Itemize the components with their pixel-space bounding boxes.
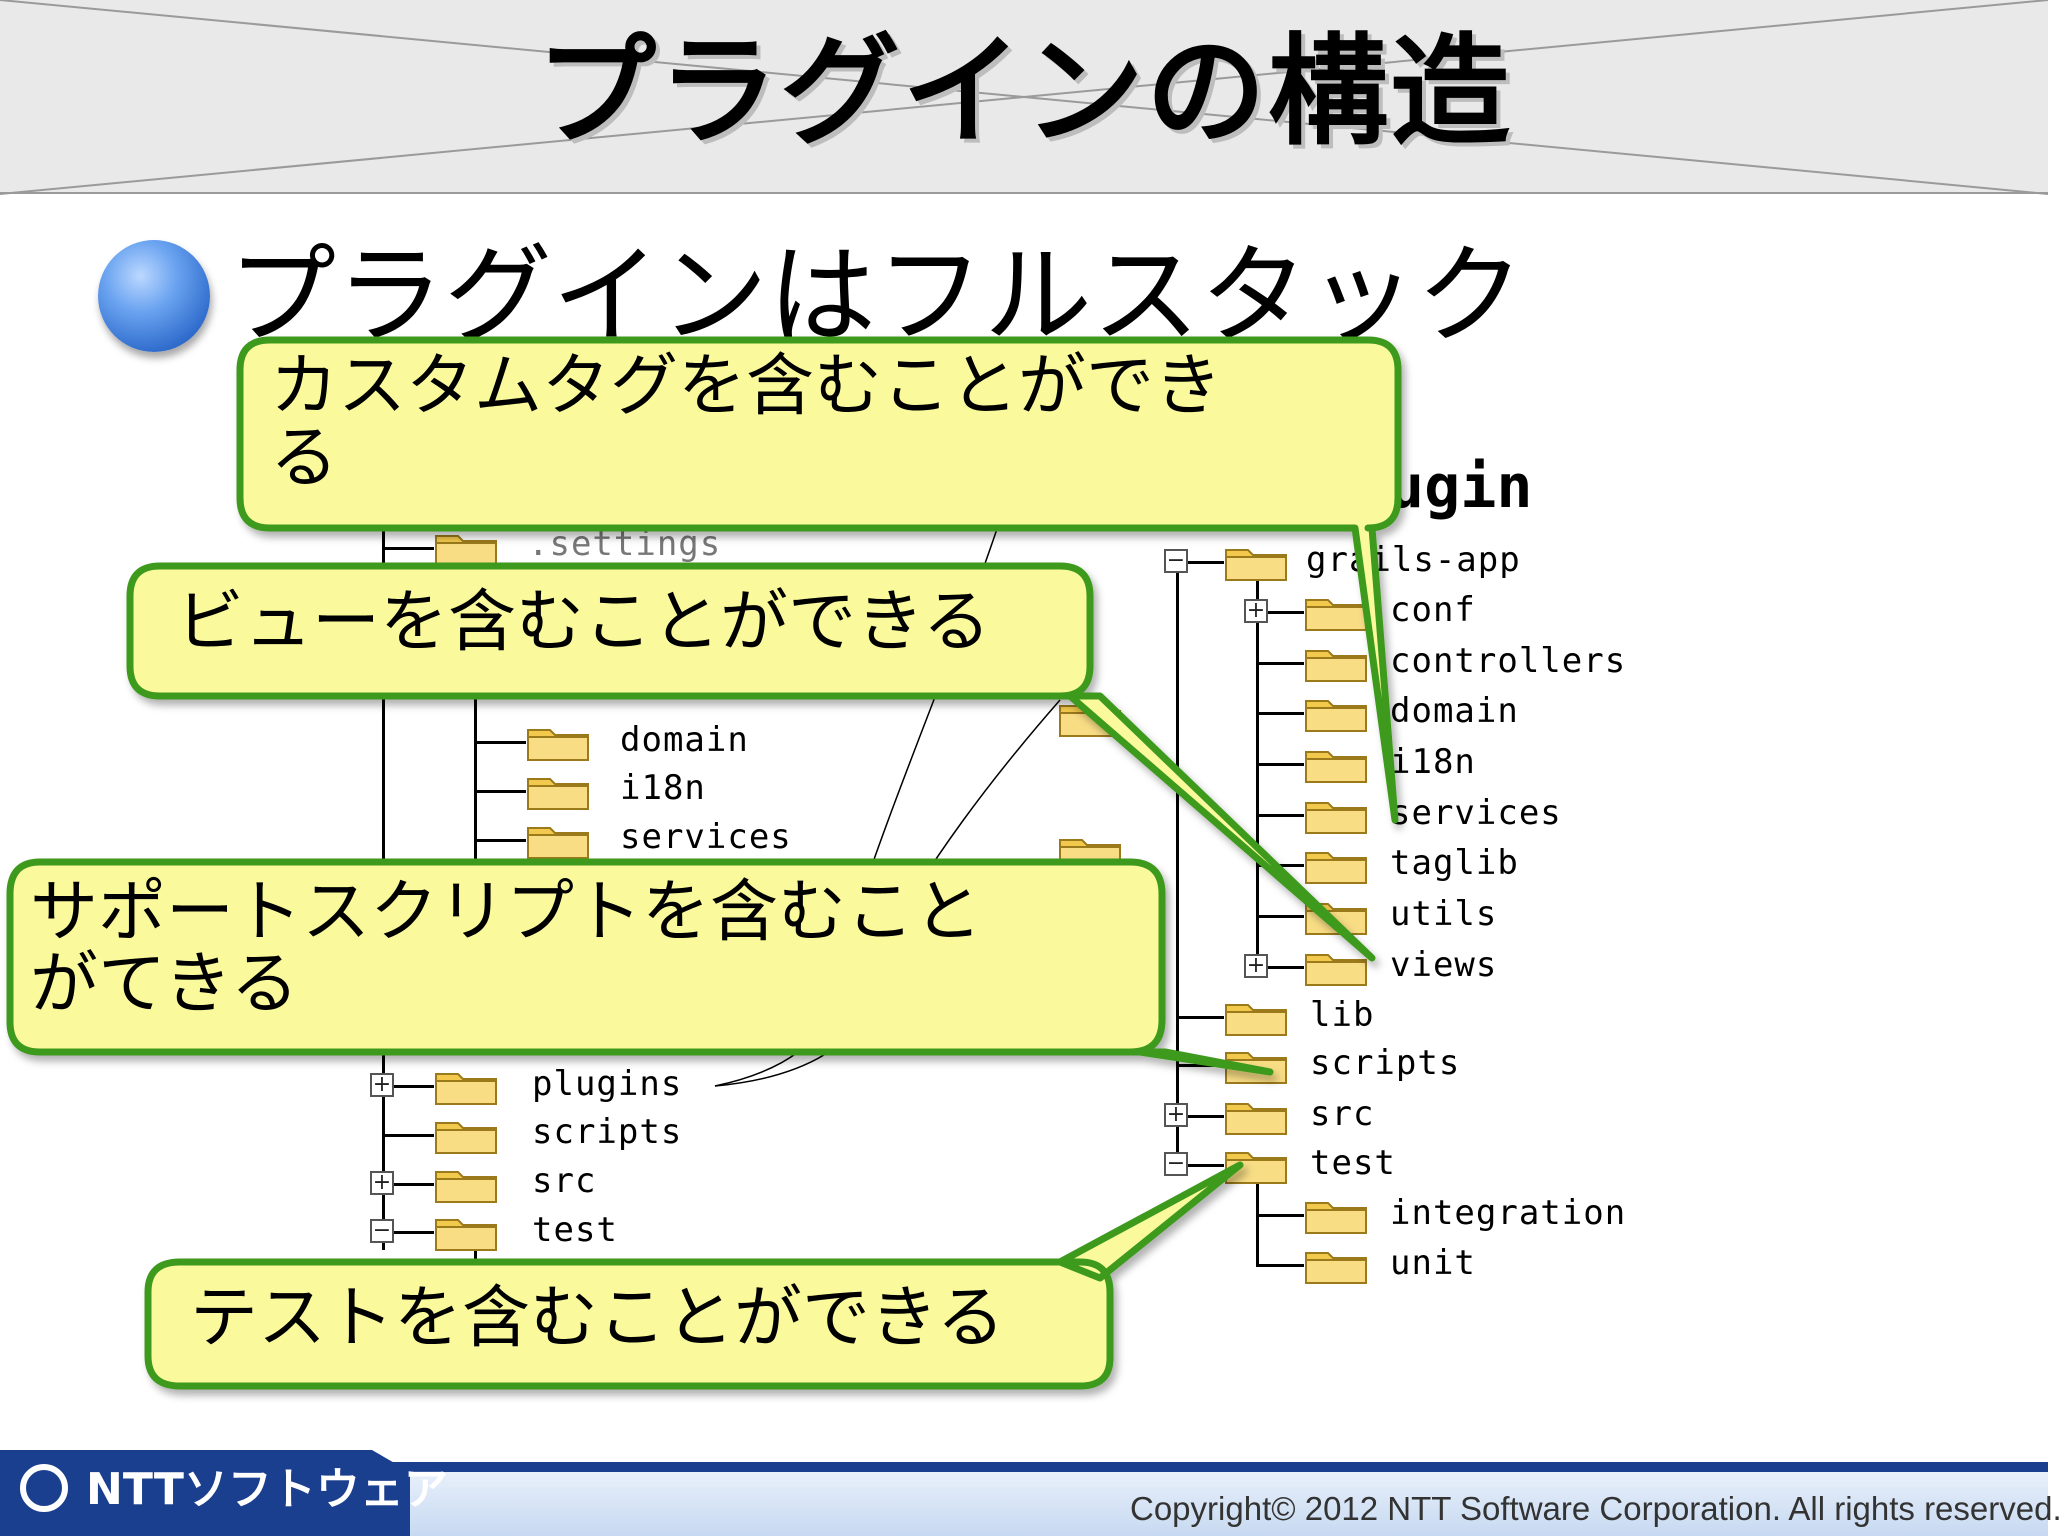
expand-toggle[interactable]: +: [370, 1072, 394, 1097]
tree-connector: [1188, 1115, 1224, 1118]
tree-connector: [394, 1231, 434, 1234]
footer-logo-bg: [0, 1450, 410, 1536]
tree-connector: [382, 547, 434, 550]
plugin-heading: ugin: [1388, 452, 1533, 522]
tree-item-label[interactable]: src: [1310, 1094, 1375, 1134]
folder-icon: [1305, 700, 1367, 732]
tree-item-label[interactable]: integration: [1390, 1193, 1627, 1233]
folder-icon: [1305, 802, 1367, 834]
folder-icon: [527, 827, 589, 859]
tree-connector: [1256, 915, 1304, 918]
folder-icon: [1305, 903, 1367, 935]
copyright-text: Copyright© 2012 NTT Software Corporation…: [1130, 1490, 2062, 1527]
folder-icon: [435, 1122, 497, 1154]
folder-icon: [435, 1219, 497, 1251]
collapse-toggle[interactable]: −: [1164, 1151, 1188, 1176]
tree-right-trunk: [1176, 572, 1179, 1162]
tree-item-label[interactable]: domain: [620, 720, 749, 760]
folder-icon: [435, 535, 497, 567]
tree-connector: [1256, 763, 1304, 766]
tree-connector: [474, 741, 526, 744]
folder-icon: [527, 729, 589, 761]
collapse-toggle[interactable]: −: [370, 1218, 394, 1243]
callout-scripts-line2: がてきる: [30, 945, 299, 1024]
tree-left-branch: [474, 640, 477, 870]
tree-item-label[interactable]: controllers: [1390, 641, 1627, 681]
expand-toggle[interactable]: +: [1164, 1102, 1188, 1127]
folder-icon: [1225, 1103, 1287, 1135]
tree-connector: [1256, 712, 1304, 715]
folder-icon: [1305, 650, 1367, 682]
tree-connector: [474, 839, 526, 842]
expand-toggle[interactable]: +: [1244, 598, 1268, 623]
company-logo-text: NTTソフトウェア: [86, 1464, 448, 1515]
folder-icon: [1225, 1004, 1287, 1036]
tree-connector: [1188, 1164, 1224, 1167]
tree-connector: [474, 790, 526, 793]
callout-test-text: テストを含むことができる: [190, 1279, 1005, 1358]
tree-item-label[interactable]: scripts: [1310, 1043, 1461, 1083]
tree-item-label[interactable]: services: [1390, 793, 1562, 833]
tree-item-label[interactable]: lib: [1310, 995, 1375, 1035]
folder-icon: [1225, 549, 1287, 581]
folder-icon: [1305, 1202, 1367, 1234]
tree-connector: [382, 1134, 434, 1137]
folder-icon: [435, 1171, 497, 1203]
tree-item-label[interactable]: services: [620, 817, 792, 857]
folder-icon: [1305, 852, 1367, 884]
callout-scripts-line1: サポートスクリプトを含むこと: [30, 873, 983, 952]
tree-connector: [1188, 561, 1224, 564]
bullet-icon: [98, 240, 210, 352]
slide-title: プラグインの構造: [536, 23, 1512, 162]
folder-icon: [1305, 1252, 1367, 1284]
tree-item-label[interactable]: views: [1390, 945, 1498, 985]
expand-toggle[interactable]: +: [370, 1170, 394, 1195]
tree-item-label[interactable]: unit: [1390, 1243, 1476, 1283]
collapse-toggle[interactable]: −: [1164, 548, 1188, 573]
tree-connector: [1176, 1016, 1224, 1019]
tree-item-label[interactable]: plugins: [532, 1064, 683, 1104]
tree-connector: [1268, 966, 1304, 969]
folder-icon: [1305, 954, 1367, 986]
folder-icon: [435, 1073, 497, 1105]
callout-taglib-line1: カスタムタグを含むことができ: [270, 347, 1223, 426]
footer-stripe: [380, 1462, 2048, 1472]
tree-item-label[interactable]: taglib: [1390, 843, 1519, 883]
tree-left-branch-test: [474, 1240, 477, 1270]
folder-icon: [1305, 751, 1367, 783]
tree-item-label[interactable]: grails-app: [1306, 540, 1521, 580]
tree-item-label[interactable]: utils: [1390, 894, 1498, 934]
tree-connector: [1256, 662, 1304, 665]
title-band-lines: [0, 0, 2049, 195]
tree-item-label[interactable]: src: [532, 1161, 597, 1201]
tree-item-label[interactable]: domain: [1390, 691, 1519, 731]
tree-right-branch-test: [1256, 1172, 1259, 1264]
callout-taglib-line2: る: [270, 419, 339, 498]
ntt-logo-icon: [20, 1464, 68, 1512]
title-band: プラグインの構造: [0, 0, 2049, 195]
tree-connector: [394, 1183, 434, 1186]
folder-icon: [1305, 599, 1367, 631]
tree-item-label[interactable]: i18n: [1390, 742, 1476, 782]
tree-item-label[interactable]: test: [1310, 1143, 1396, 1183]
tree-connector: [1176, 1064, 1224, 1067]
tree-right-branch-app: [1256, 580, 1259, 970]
expand-toggle[interactable]: +: [1244, 953, 1268, 978]
tree-item-label[interactable]: test: [532, 1210, 618, 1250]
tree-item-label[interactable]: conf: [1390, 590, 1476, 630]
tree-connector: [1256, 1264, 1304, 1267]
callout-views-text: ビューを含むことができる: [176, 583, 991, 662]
tree-item-label[interactable]: i18n: [620, 768, 706, 808]
tree-connector: [1268, 611, 1304, 614]
tree-connector: [1256, 814, 1304, 817]
tree-connector: [1256, 1214, 1304, 1217]
tree-connector: [394, 1085, 434, 1088]
tree-item-label[interactable]: scripts: [532, 1112, 683, 1152]
folder-icon: [527, 778, 589, 810]
footer-band: [380, 1472, 2048, 1536]
folder-icon: [1225, 1152, 1287, 1184]
